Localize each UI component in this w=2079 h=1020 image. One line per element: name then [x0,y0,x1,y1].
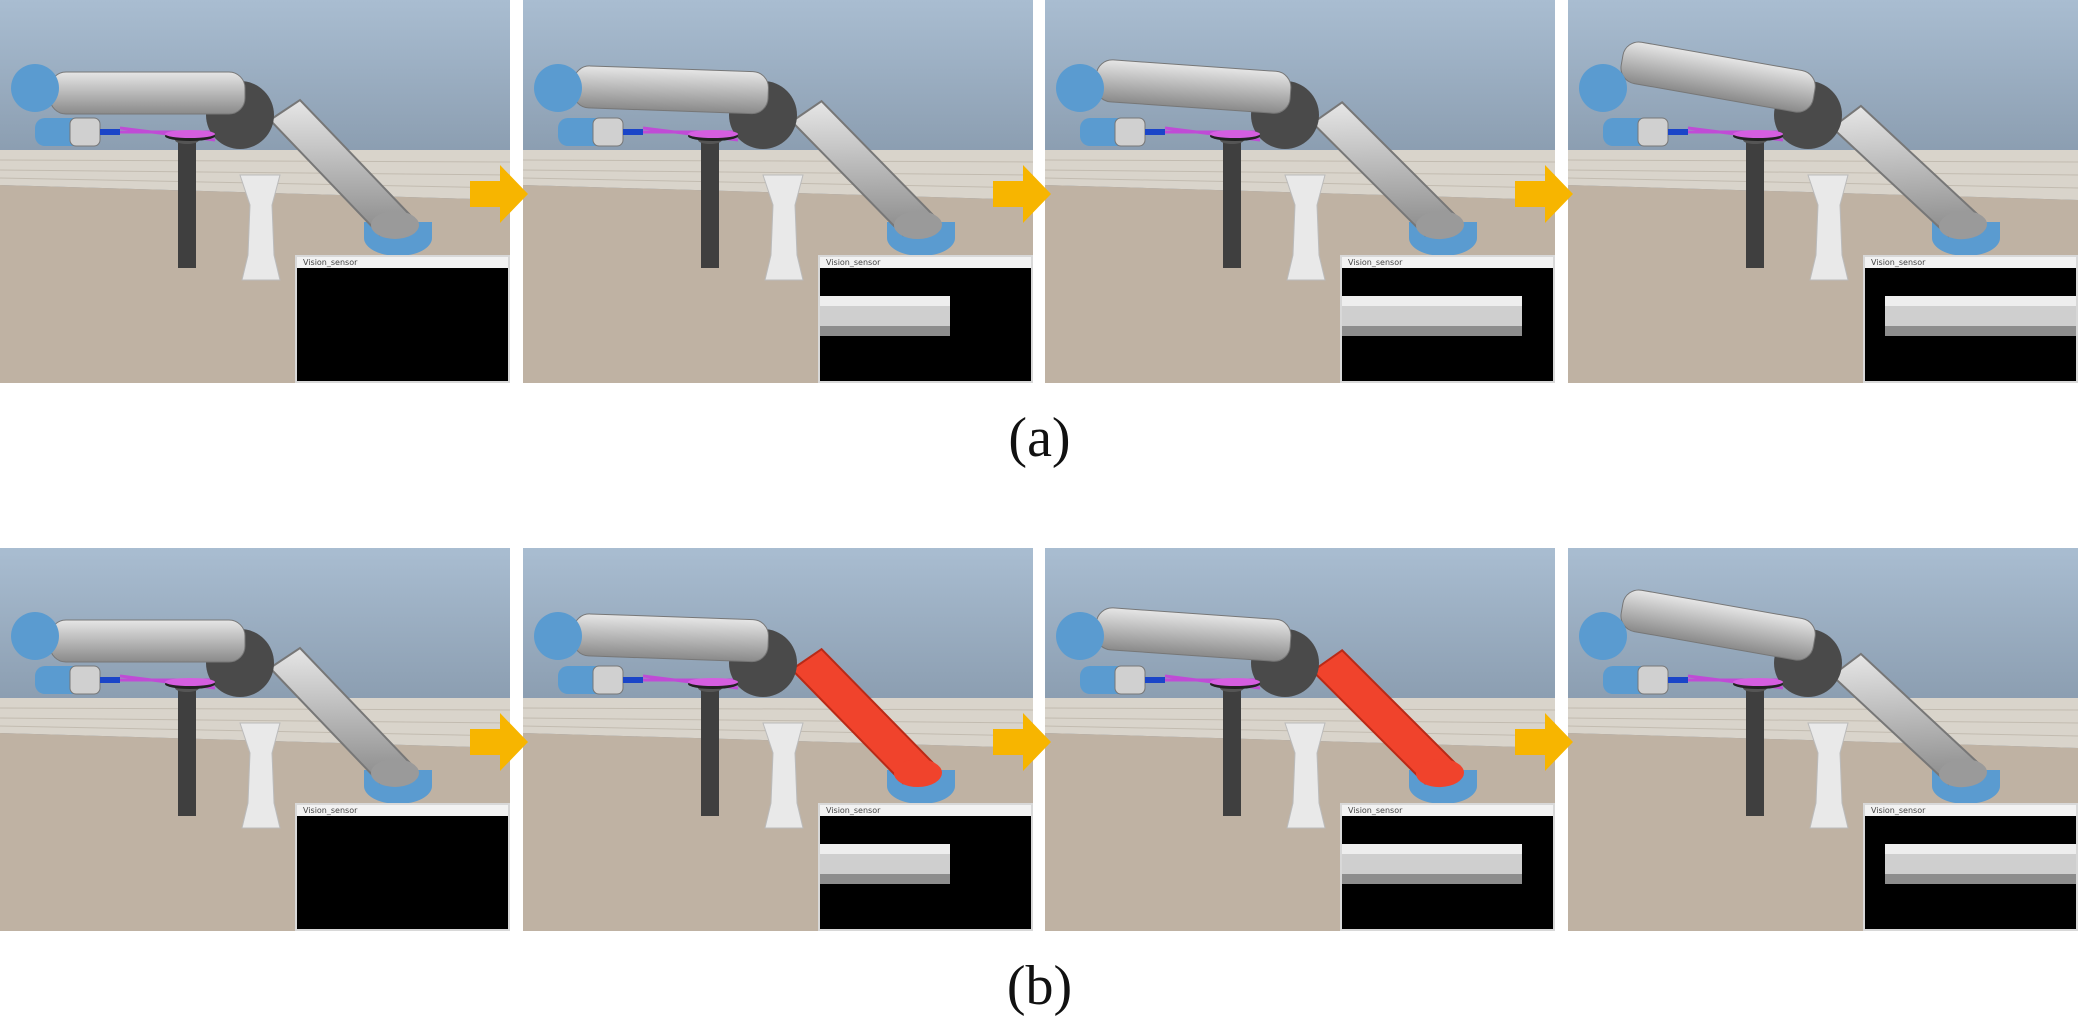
arrow-right-icon [1515,165,1573,223]
vision-sensor-window: Vision_sensor [295,803,510,931]
arrow-right-icon [993,165,1051,223]
scene-panel-a-4: Vision_sensor [1568,0,2078,383]
vision-sensor-window: Vision_sensor [1863,803,2078,931]
vision-sensor-window: Vision_sensor [818,803,1033,931]
arrow-right-icon [470,713,528,771]
arrow-right-icon [470,165,528,223]
row-a: Vision_sensor [0,0,2079,383]
scene-panel-a-2: Vision_sensor [523,0,1033,383]
scene-panel-b-3: Vision_sensor [1045,548,1555,931]
vision-sensor-window: Vision_sensor [295,255,510,383]
caption-a: (a) [1008,407,1071,469]
row-b: Vision_sensor [0,548,2079,931]
vision-sensor-window: Vision_sensor [1340,803,1555,931]
vision-sensor-window: Vision_sensor [818,255,1033,383]
vision-sensor-window: Vision_sensor [1863,255,2078,383]
vision-sensor-window: Vision_sensor [1340,255,1555,383]
scene-panel-b-2: Vision_sensor [523,548,1033,931]
scene-panel-b-4: Vision_sensor [1568,548,2078,931]
arrow-right-icon [1515,713,1573,771]
scene-panel-b-1: Vision_sensor [0,548,510,931]
arrow-right-icon [993,713,1051,771]
caption-b: (b) [1006,955,1073,1017]
scene-panel-a-3: Vision_sensor [1045,0,1555,383]
scene-panel-a-1: Vision_sensor [0,0,510,383]
